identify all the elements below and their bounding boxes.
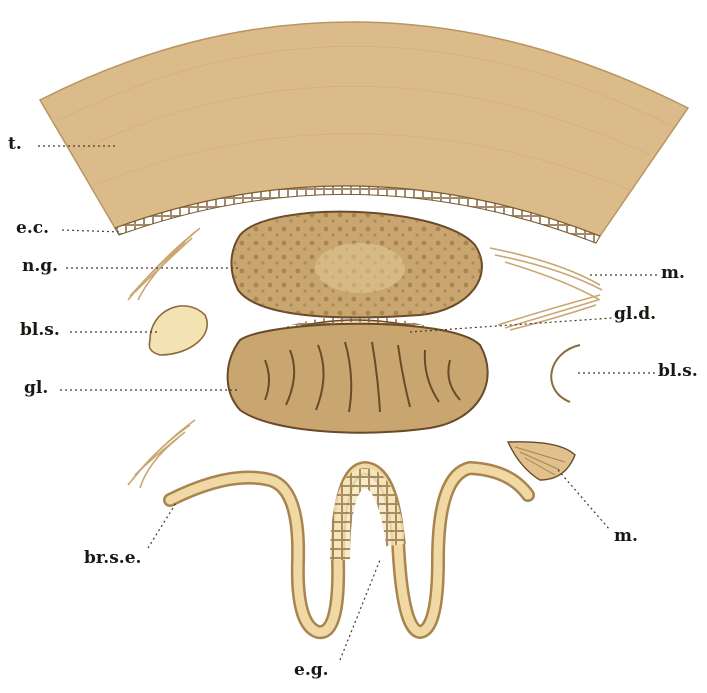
leader-ec bbox=[62, 230, 122, 232]
label-eg: e.g. bbox=[294, 660, 329, 680]
blood-sinus-right bbox=[551, 345, 580, 402]
muscle-fibers-left-lower bbox=[128, 420, 195, 488]
label-t: t. bbox=[8, 134, 22, 154]
label-gl: gl. bbox=[24, 378, 48, 398]
muscle-fibers-left-upper bbox=[128, 228, 200, 300]
tunic-band bbox=[40, 22, 688, 236]
label-m-top: m. bbox=[661, 263, 685, 283]
label-gld: gl.d. bbox=[614, 304, 656, 324]
label-ng: n.g. bbox=[22, 256, 58, 276]
label-brse: br.s.e. bbox=[84, 548, 141, 568]
label-ec: e.c. bbox=[16, 218, 49, 238]
label-bls-right: bl.s. bbox=[658, 361, 698, 381]
label-m-bottom: m. bbox=[614, 526, 638, 546]
blood-sinus-left bbox=[149, 306, 207, 355]
label-bls-left: bl.s. bbox=[20, 320, 60, 340]
leader-brse bbox=[148, 503, 176, 548]
leader-eg bbox=[340, 560, 380, 660]
leader-m-bottom bbox=[558, 470, 610, 530]
muscle-fibers-right bbox=[490, 248, 602, 330]
